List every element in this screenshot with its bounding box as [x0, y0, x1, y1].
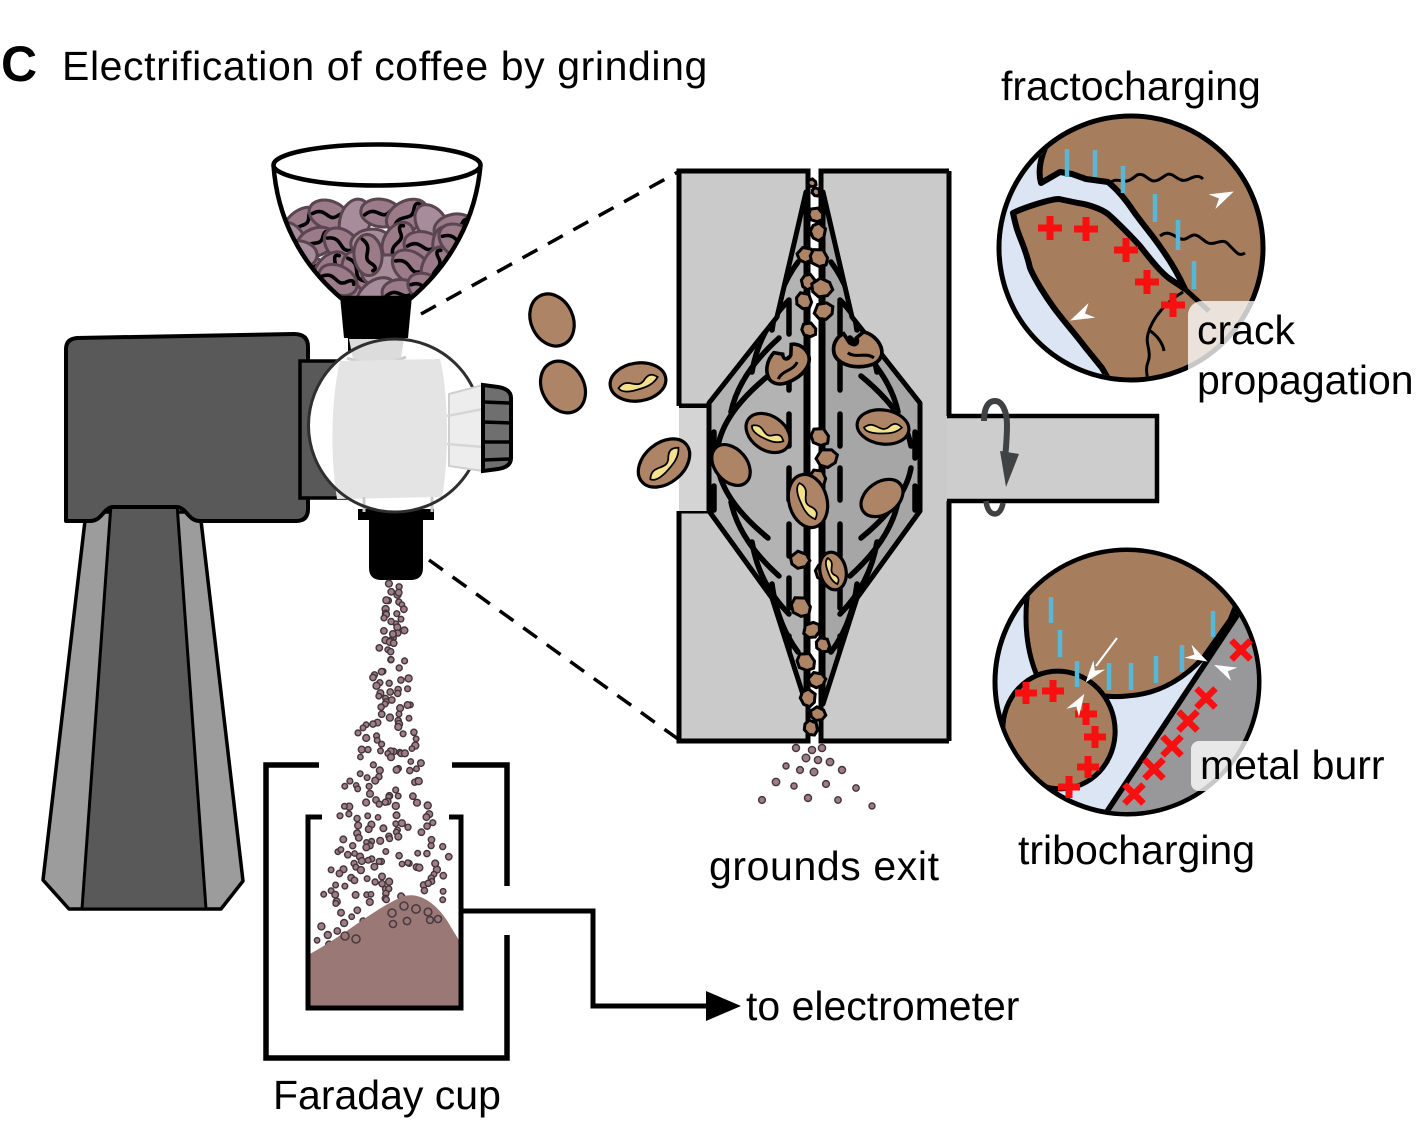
svg-text:tribocharging: tribocharging	[1018, 827, 1255, 873]
svg-text:metal burr: metal burr	[1200, 742, 1385, 788]
svg-text:grounds exit: grounds exit	[709, 843, 940, 889]
svg-text:Electrification of coffee by g: Electrification of coffee by grinding	[62, 43, 708, 89]
svg-text:crack: crack	[1197, 307, 1295, 353]
svg-text:propagation: propagation	[1197, 357, 1414, 403]
svg-text:Faraday cup: Faraday cup	[273, 1072, 501, 1118]
svg-text:fractocharging: fractocharging	[1001, 63, 1261, 109]
svg-text:to electrometer: to electrometer	[746, 983, 1019, 1029]
svg-text:C: C	[1, 36, 37, 92]
